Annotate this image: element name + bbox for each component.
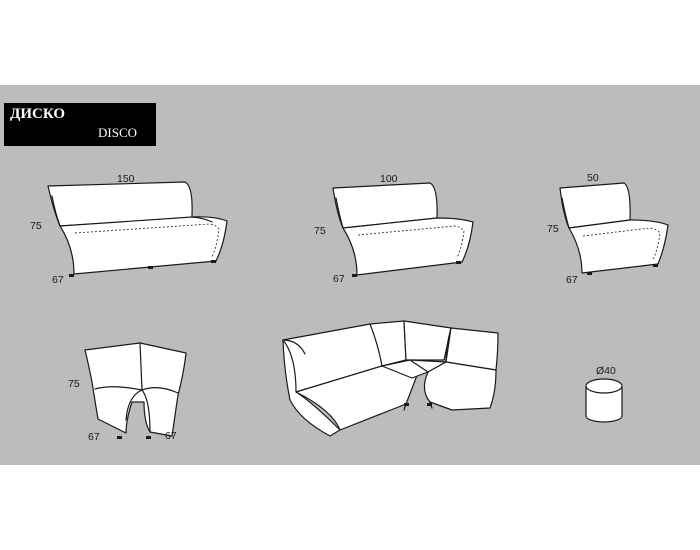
sofa-100-seat	[342, 217, 474, 276]
sofa-50-drawing	[559, 182, 669, 275]
sofa-150-drawing	[47, 181, 228, 277]
pouf-drawing	[585, 378, 623, 423]
sofa-100-height-label: 75	[314, 225, 326, 237]
sofa-100-width-label: 100	[380, 173, 398, 185]
corner-seat-body	[84, 342, 187, 437]
corner-sofa-right-seat	[423, 361, 497, 411]
sofa-50-height-label: 75	[547, 223, 559, 235]
corner-sofa-drawing	[282, 320, 499, 437]
sofa-50-width-label: 50	[587, 172, 599, 184]
pouf-diameter-label: Ø40	[596, 365, 616, 377]
sofa-50-seat	[568, 219, 669, 274]
corner-sofa-center-back	[403, 320, 452, 361]
sofa-150-depth-label: 67	[52, 274, 64, 286]
pouf-body	[585, 385, 623, 423]
pouf-top	[585, 378, 623, 394]
corner-seat-height-label: 75	[68, 378, 80, 390]
sofa-100-depth-label: 67	[333, 273, 345, 285]
sofa-100-drawing	[332, 182, 474, 277]
corner-seat-depth-left-label: 67	[88, 431, 100, 443]
sofa-150-back	[47, 181, 193, 227]
corner-sofa-left-arm	[282, 339, 341, 437]
title-russian: ДИСКО	[10, 106, 65, 122]
corner-seat-depth-right-label: 67	[165, 430, 177, 442]
title-english: DISCO	[98, 125, 138, 140]
corner-seat-drawing	[84, 342, 187, 439]
sofa-150-width-label: 150	[117, 173, 135, 185]
title-box	[4, 103, 156, 146]
sofa-150-seat	[59, 216, 228, 275]
sofa-150-height-label: 75	[30, 220, 42, 232]
sofa-50-depth-label: 67	[566, 274, 578, 286]
